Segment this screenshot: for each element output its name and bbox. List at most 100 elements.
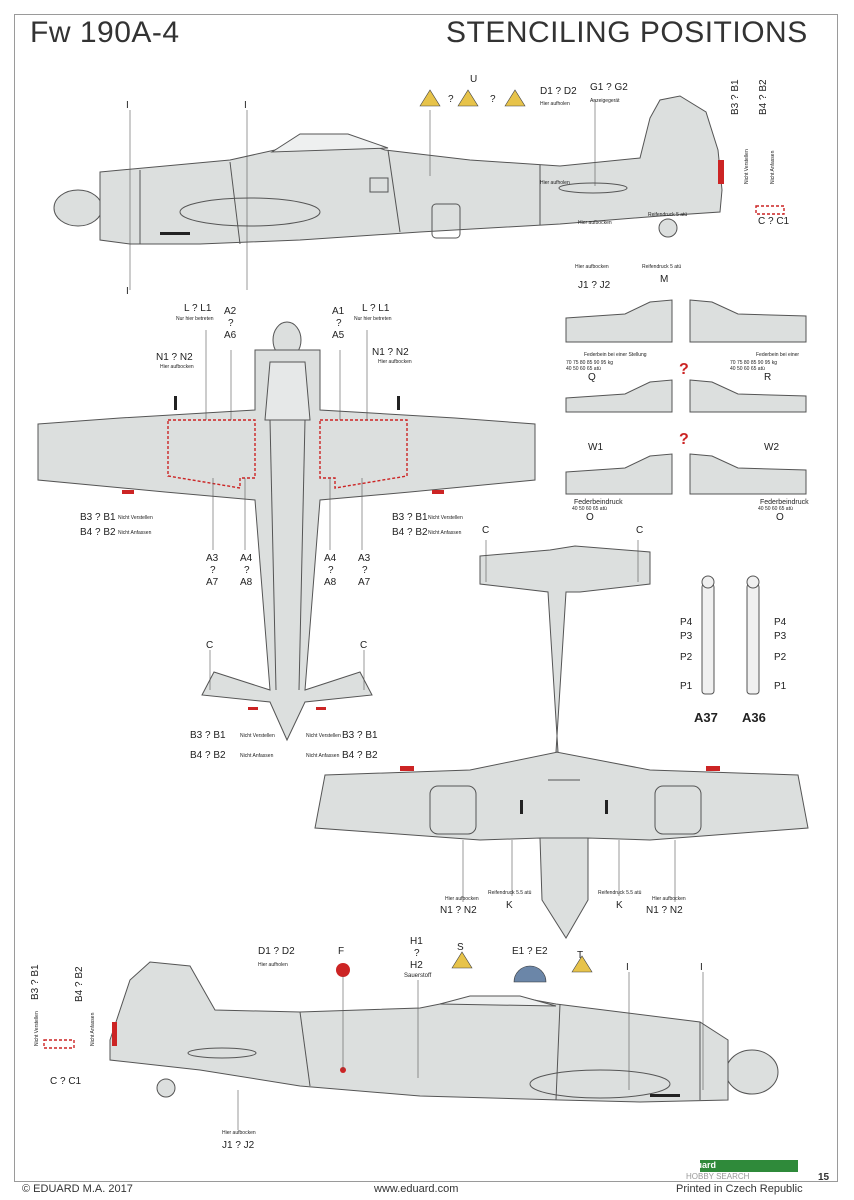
leader-lines <box>129 100 704 1130</box>
label-a1: A1 <box>332 306 345 317</box>
label-hier-aufbocken-ur: Hier aufbocken <box>652 896 686 902</box>
label-b4b2-tail-l: B4 ? B2 <box>190 750 226 761</box>
label-federbein-right: Federbeindruck <box>760 499 809 506</box>
label-q-a1: ? <box>336 318 342 329</box>
label-q-u1: ? <box>448 94 454 105</box>
label-d1d2-bottom: D1 ? D2 <box>258 946 295 957</box>
label-c-ul: C <box>482 525 490 536</box>
label-a4-r: A4 <box>324 553 337 564</box>
label-a8-l: A8 <box>240 577 253 588</box>
label-w2: W2 <box>764 442 779 453</box>
label-b4b2-pl: B4 ? B2 <box>80 527 116 538</box>
footer-copyright: © EDUARD M.A. 2017 <box>22 1183 133 1195</box>
label-b4b2-tail-r: B4 ? B2 <box>342 750 378 761</box>
label-a3-r: A3 <box>358 553 371 564</box>
label-hier-aufholen-small: Hier aufholen <box>540 180 570 186</box>
side-view-bottom <box>109 961 779 1103</box>
label-u: U <box>470 74 478 85</box>
label-nicht-anfassen-pr: Nicht Anfassen <box>428 530 462 536</box>
flap-row2-left: 40 50 60 65 atü <box>566 366 601 372</box>
label-n1n2-left: N1 ? N2 <box>156 352 193 363</box>
label-q-a2: ? <box>228 318 234 329</box>
label-hier-aufbocken-pr: Hier aufbocken <box>378 359 412 365</box>
label-nicht-verstellen-tr: Nicht Verstellen <box>306 733 341 739</box>
label-reifendruck-ul: Reifendruck 5.5 atü <box>488 890 532 896</box>
label-b3b1-pl: B3 ? B1 <box>80 512 116 523</box>
label-g1g2: G1 ? G2 <box>590 82 628 93</box>
label-hier-aufholen-bottom: Hier aufholen <box>258 962 288 968</box>
label-nicht-anfassen-top: Nicht Anfassen <box>770 150 776 184</box>
label-a3-l: A3 <box>206 553 219 564</box>
label-c-ur: C <box>636 525 644 536</box>
label-sauerstoff: Sauerstoff <box>404 973 432 979</box>
flap-small-right: Federbein bei einer <box>756 352 800 358</box>
label-anzeigegerat: Anzeigegerät <box>590 98 620 104</box>
label-q-a4l: ? <box>244 565 250 576</box>
label-q-flap: Q <box>588 372 596 383</box>
label-p1-a37: P1 <box>680 681 693 692</box>
label-n1n2-right: N1 ? N2 <box>372 347 409 358</box>
label-i-b1: I <box>626 962 629 973</box>
label-p4-a37: P4 <box>680 617 693 628</box>
label-ll1-right: L ? L1 <box>362 303 390 314</box>
label-c-pr: C <box>360 640 368 651</box>
label-a36: A36 <box>742 710 766 725</box>
side-view-top <box>53 95 723 245</box>
label-nicht-anfassen-pl: Nicht Anfassen <box>118 530 152 536</box>
label-hier-aufbocken-pl: Hier aufbocken <box>160 364 194 370</box>
footer-printed: Printed in Czech Republic <box>676 1183 803 1195</box>
label-nur-hier-right: Nur hier betreten <box>354 316 392 322</box>
label-nicht-verstellen-tl: Nicht Verstellen <box>240 733 275 739</box>
label-p2-a37: P2 <box>680 652 693 663</box>
flap-row2-bl: 40 50 60 65 atü <box>572 506 607 512</box>
label-f: F <box>338 946 345 957</box>
flap-row2-br: 40 50 60 65 atü <box>758 506 793 512</box>
label-i-2: I <box>244 100 247 111</box>
label-m: M <box>660 274 669 285</box>
label-p3-a36: P3 <box>774 631 787 642</box>
label-i-b2: I <box>700 962 703 973</box>
label-federbein-left: Federbeindruck <box>574 499 623 506</box>
label-h2: H2 <box>410 960 423 971</box>
plan-view <box>37 321 536 742</box>
label-p2-a36: P2 <box>774 652 787 663</box>
flap-row1-left: 70 75 80 85 90 95 kg <box>566 360 613 366</box>
watermark: HOBBY SEARCH <box>686 1172 750 1181</box>
label-q-h: ? <box>414 948 420 959</box>
label-hier-aufbocken-top: Hier aufbocken <box>575 264 609 270</box>
label-r-flap: R <box>764 372 772 383</box>
label-o-left: O <box>586 512 594 523</box>
label-q-u2: ? <box>490 94 496 105</box>
label-hier-aufholen-top: Hier aufholen <box>540 101 570 107</box>
label-a4-l: A4 <box>240 553 253 564</box>
label-q-a4r: ? <box>328 565 334 576</box>
label-b3b1-bottom: B3 ? B1 <box>30 964 41 1000</box>
label-a37: A37 <box>694 710 718 725</box>
label-ll1-left: L ? L1 <box>184 303 212 314</box>
flap-row1-right: 70 75 80 85 90 95 kg <box>730 360 777 366</box>
label-b4b2-pr: B4 ? B2 <box>392 527 428 538</box>
label-a2: A2 <box>224 306 237 317</box>
label-reifendruck-top: Reifendruck 5 atü <box>642 264 682 270</box>
label-nicht-anfassen-tr: Nicht Anfassen <box>306 753 340 759</box>
walkway-outlines <box>43 205 785 1049</box>
label-d1d2-top: D1 ? D2 <box>540 86 577 97</box>
label-nicht-anfassen-tl: Nicht Anfassen <box>240 753 274 759</box>
label-nicht-verstellen-bottom: Nicht Verstellen <box>34 1011 40 1046</box>
page-title: STENCILING POSITIONS <box>446 16 808 49</box>
model-title: Fw 190A-4 <box>30 16 180 49</box>
label-a7-l: A7 <box>206 577 219 588</box>
underside-view <box>314 545 809 939</box>
label-cc1-bottom: C ? C1 <box>50 1076 82 1087</box>
svg-text:?: ? <box>679 361 689 378</box>
label-b4b2-bottom: B4 ? B2 <box>74 966 85 1002</box>
label-nur-hier-left: Nur hier betreten <box>176 316 214 322</box>
label-s: S <box>457 942 464 953</box>
label-j1j2-top: J1 ? J2 <box>578 280 611 291</box>
label-nicht-anfassen-bottom: Nicht Anfassen <box>90 1012 96 1046</box>
label-t: T <box>577 950 584 961</box>
eduard-logo <box>700 1160 798 1172</box>
label-nicht-verstellen-pl: Nicht Verstellen <box>118 515 153 521</box>
label-h1: H1 <box>410 936 423 947</box>
black-tabs <box>160 232 680 1097</box>
